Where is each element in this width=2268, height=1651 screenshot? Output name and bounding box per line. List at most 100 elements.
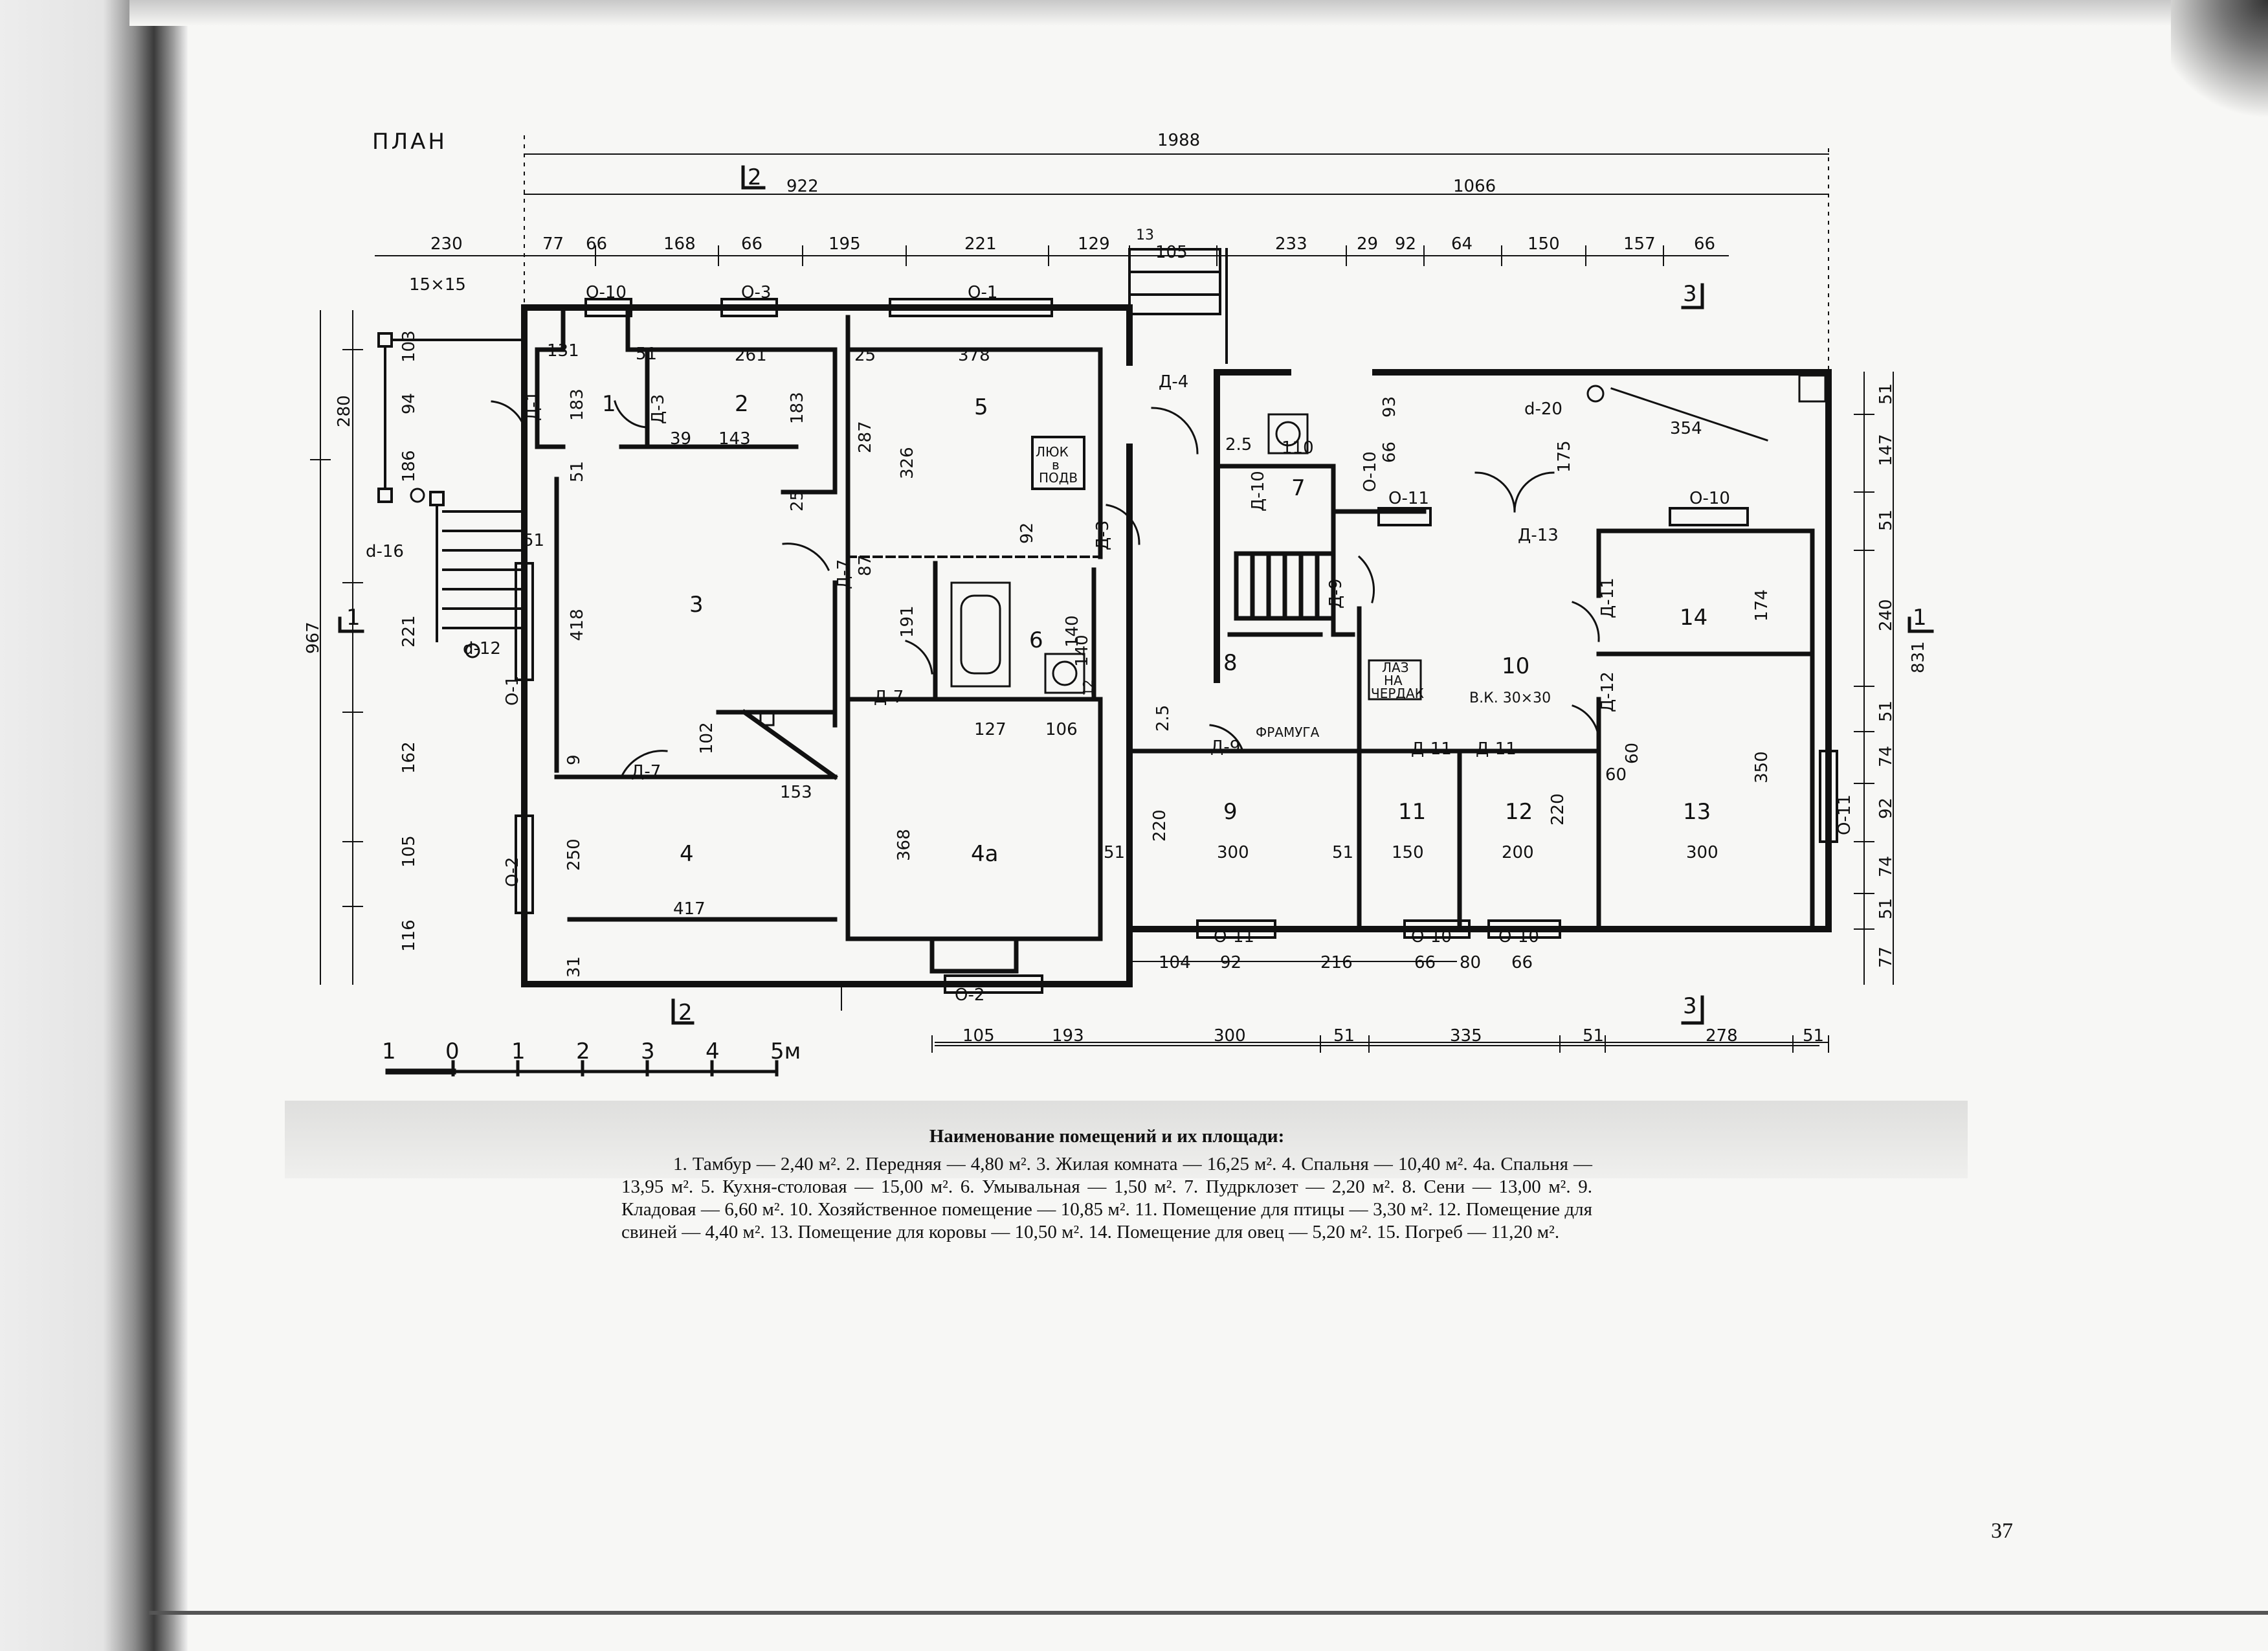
dim-int-5: 183	[568, 388, 587, 421]
post-label-d12: d-12	[463, 639, 501, 658]
scale-label-1: 0	[445, 1039, 460, 1064]
room-label-7: 7	[1291, 475, 1306, 501]
dim-left-7: 116	[399, 919, 419, 952]
window-label-o10-b1: О-10	[1411, 927, 1452, 947]
section-mark-lines	[338, 165, 1934, 1025]
dim-top-3: 168	[663, 234, 696, 254]
section-mark-1-left: 1	[346, 605, 361, 631]
dim-top-4: 66	[741, 234, 762, 254]
dim-int-22: 106	[1045, 720, 1078, 739]
section-mark-2-top: 2	[748, 164, 762, 190]
dim-top-13: 64	[1451, 234, 1473, 254]
dim-bottom-inner-0: 104	[1159, 953, 1191, 972]
section-mark-1-right: 1	[1913, 605, 1927, 631]
dim-top-7: 129	[1078, 234, 1110, 254]
dim-int-25: 153	[780, 783, 812, 802]
dim-int-21: 127	[974, 720, 1006, 739]
cellar-hatch-line3: ПОДВ	[1039, 470, 1078, 486]
room-label-10: 10	[1502, 653, 1529, 679]
room-label-4a: 4а	[971, 841, 998, 867]
dim-left-3: 186	[399, 450, 419, 482]
dim-top-9: 105	[1155, 243, 1188, 262]
room-label-9: 9	[1223, 799, 1238, 825]
window-label-o2-bottom: О-2	[955, 985, 984, 1005]
dim-bottom-inner-5: 66	[1511, 953, 1533, 972]
room-label-12: 12	[1505, 799, 1533, 825]
dim-int-37: 300	[1686, 843, 1718, 862]
fixtures	[410, 374, 1827, 726]
dim-bottom-inner-4: 80	[1460, 953, 1481, 972]
scale-label-5: 4	[706, 1039, 720, 1064]
door-label-d1: Д-1	[524, 391, 543, 421]
cellar-hatch-line1: ЛЮК	[1036, 444, 1069, 460]
dim-left-block: 922	[786, 177, 819, 196]
window-label-o11-right: О-11	[1835, 794, 1854, 835]
window-label-o10-stair: О-10	[1361, 451, 1380, 492]
door-label-d12: Д-12	[1598, 671, 1618, 712]
scale-label-6: 5м	[770, 1039, 801, 1064]
dim-int-13: 140	[1073, 635, 1092, 667]
page-top-shadow	[129, 0, 2268, 26]
dim-right-0: 51	[1876, 383, 1896, 405]
window-label-o1-top: О-1	[968, 283, 997, 302]
dim-right-7: 74	[1876, 856, 1896, 877]
dim-int-23: 102	[697, 722, 717, 754]
window-label-o11-bottom: О-11	[1214, 927, 1254, 947]
dim-int-44: 354	[1670, 419, 1702, 438]
window-label-o1-left: О-1	[503, 676, 522, 706]
dim-int-49: 15×15	[409, 275, 466, 295]
window-label-o2-left: О-2	[503, 857, 522, 887]
scale-label-4: 3	[641, 1039, 655, 1064]
room-label-14: 14	[1680, 605, 1707, 631]
dim-int-0: 131	[547, 341, 579, 361]
section-mark-3-bottom: 3	[1683, 993, 1697, 1019]
dim-bottom-7: 51	[1803, 1026, 1824, 1046]
dim-left-0: 280	[335, 395, 354, 427]
dim-top-2: 66	[586, 234, 607, 254]
room-schedule-body: 1. Тамбур — 2,40 м². 2. Передняя — 4,80 …	[621, 1154, 1592, 1242]
vent-label: В.К. 30×30	[1469, 690, 1551, 706]
dim-left-1: 94	[399, 393, 419, 414]
dim-int-34: 51	[1332, 843, 1353, 862]
dim-top-5: 195	[828, 234, 861, 254]
door-label-d4: Д-4	[1159, 372, 1188, 392]
dim-int-40: 93	[1380, 396, 1399, 418]
room-label-6: 6	[1029, 627, 1043, 653]
scale-label-0: 1	[382, 1039, 396, 1064]
dim-int-48: 60	[1605, 765, 1627, 785]
section-mark-3-top: 3	[1683, 281, 1697, 307]
dim-int-31: 2.5	[1153, 705, 1173, 732]
scale-bar	[385, 1060, 779, 1077]
dim-int-20: 12	[1080, 680, 1096, 696]
dim-int-6: 183	[788, 392, 807, 424]
cellar-hatch-line2: в	[1052, 457, 1060, 473]
dim-int-2: 261	[735, 346, 767, 365]
dim-bottom-4: 335	[1450, 1026, 1482, 1046]
page-number: 37	[1991, 1519, 2013, 1543]
dim-int-28: 31	[564, 956, 584, 978]
dim-top-15: 157	[1623, 234, 1656, 254]
window-openings	[515, 298, 1838, 994]
page-corner-shadow	[2171, 0, 2268, 123]
dim-left-4: 221	[399, 615, 419, 647]
dim-bottom-inner-3: 66	[1414, 953, 1436, 972]
door-label-d9b: Д-9	[1326, 579, 1346, 609]
entrance-porch	[377, 248, 1228, 642]
dim-int-18: 191	[898, 605, 917, 638]
dim-int-42: 110	[1282, 438, 1314, 458]
dim-top-11: 29	[1357, 234, 1378, 254]
dim-bottom-inner-1: 92	[1220, 953, 1241, 972]
dim-int-4: 378	[958, 346, 990, 365]
dim-int-9: 287	[856, 421, 875, 453]
dim-int-16: 92	[1017, 522, 1037, 544]
room-label-4: 4	[680, 841, 694, 867]
door-label-d10: Д-10	[1249, 471, 1268, 511]
transom-label: ФРАМУГА	[1256, 724, 1320, 740]
door-label-d7c: Д-7	[631, 762, 661, 781]
dim-int-35: 150	[1392, 843, 1424, 862]
dim-top-12: 92	[1395, 234, 1416, 254]
dim-int-24: 9	[564, 754, 584, 765]
dim-top-0: 230	[430, 234, 463, 254]
page-bottom-edge	[149, 1611, 2268, 1615]
